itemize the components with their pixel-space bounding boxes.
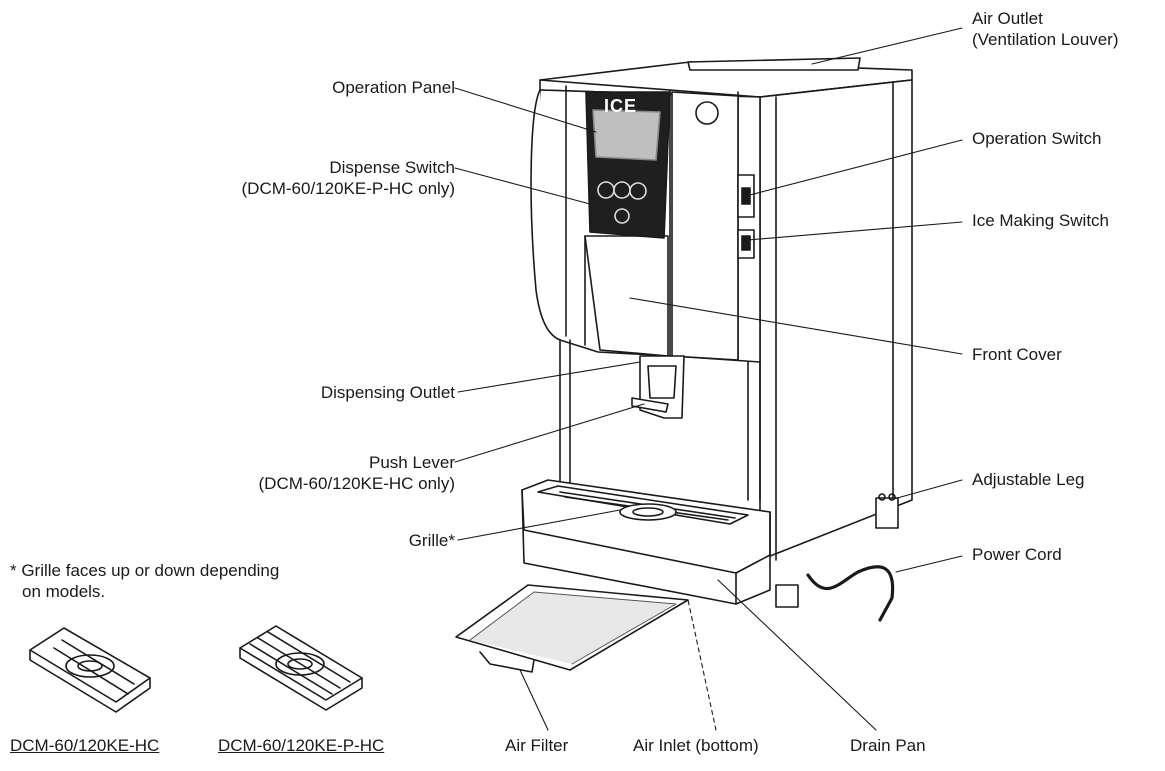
machine-side-panel (759, 79, 913, 561)
grille-note-line2: on models. (22, 582, 106, 601)
label-air-filter: Air Filter (505, 736, 569, 755)
model-label-b: DCM-60/120KE-P-HC (218, 736, 385, 755)
label-drain-pan: Drain Pan (850, 736, 926, 755)
leader-air-outlet (811, 27, 963, 65)
side-switch-housing (737, 174, 755, 259)
label-air-outlet-text: Air Outlet (972, 9, 1043, 28)
push-lever (631, 397, 669, 413)
drain-pan (521, 479, 771, 605)
grille-note: * Grille faces up or down depending on m… (10, 560, 279, 602)
power-cord (806, 565, 895, 622)
adjustable-leg-front (775, 584, 799, 608)
grille-note-line1: * Grille faces up or down depending (10, 561, 280, 580)
label-grille: Grille* (408, 531, 455, 550)
leader-air-filter (519, 669, 549, 731)
air-filter (455, 584, 689, 673)
leader-drain-pan (717, 579, 877, 731)
label-operation-switch: Operation Switch (972, 129, 1102, 148)
label-ice-making-switch: Ice Making Switch (972, 211, 1109, 230)
leader-dispense-switch (454, 167, 591, 205)
label-dispensing-outlet: Dispensing Outlet (320, 383, 455, 402)
leader-lines (454, 27, 963, 731)
label-air-outlet-sub: (Ventilation Louver) (972, 30, 1119, 49)
label-dispense-switch: Dispense Switch (DCM-60/120KE-P-HC only) (180, 157, 456, 199)
adjustable-leg-rear (875, 493, 899, 529)
label-front-cover: Front Cover (972, 345, 1062, 364)
label-dispense-switch-text: Dispense Switch (329, 158, 455, 177)
operation-panel (585, 91, 671, 239)
label-operation-panel: Operation Panel (332, 78, 455, 97)
label-adjustable-leg: Adjustable Leg (972, 470, 1085, 489)
grille-illustration-b (239, 625, 363, 711)
label-air-inlet: Air Inlet (bottom) (633, 736, 759, 755)
leader-push-lever (454, 403, 645, 463)
leader-power-cord (895, 555, 963, 573)
model-label-a: DCM-60/120KE-HC (10, 736, 160, 755)
label-air-outlet: Air Outlet (Ventilation Louver) (972, 8, 1118, 50)
grille (537, 485, 749, 525)
front-cover (584, 91, 739, 361)
panel-brand-text: ICE (604, 96, 638, 116)
label-dispense-switch-sub: (DCM-60/120KE-P-HC only) (241, 179, 456, 198)
leader-air-inlet (687, 599, 717, 731)
label-push-lever-sub: (DCM-60/120KE-HC only) (258, 474, 456, 493)
leader-operation-panel (454, 87, 597, 133)
leader-grille (457, 509, 621, 541)
leader-operation-switch (745, 139, 963, 197)
leader-adjustable-leg (889, 479, 963, 501)
label-push-lever: Push Lever (DCM-60/120KE-HC only) (190, 452, 456, 494)
label-push-lever-text: Push Lever (369, 453, 455, 472)
grille-illustration-a (29, 627, 151, 713)
leader-dispensing-outlet (457, 361, 641, 393)
indicator-lamp (695, 101, 719, 125)
leader-ice-making-switch (747, 221, 963, 241)
leader-front-cover (629, 297, 963, 355)
dispensing-area (559, 339, 761, 501)
label-power-cord: Power Cord (972, 545, 1062, 564)
